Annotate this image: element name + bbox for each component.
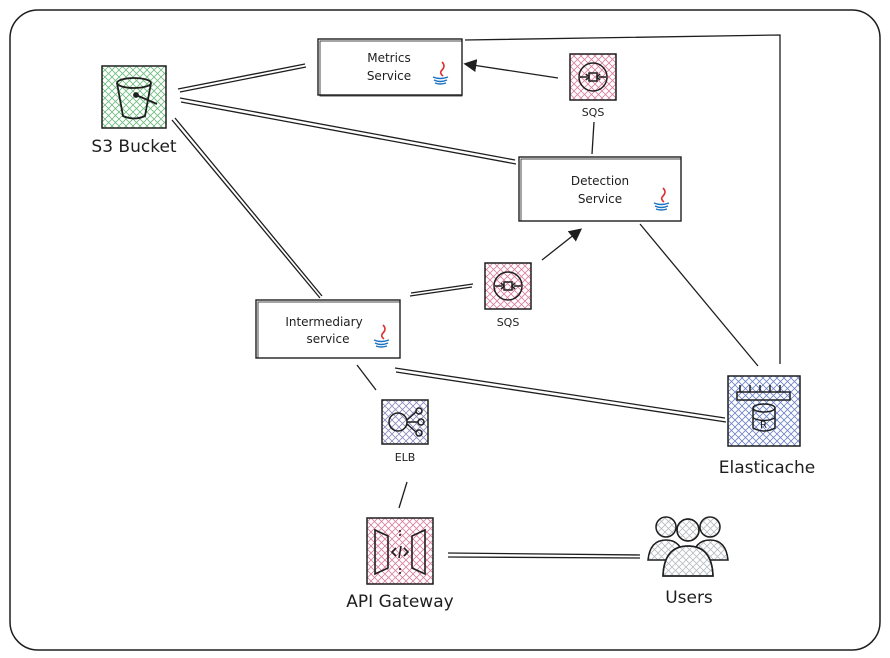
api-gateway-node[interactable]: API Gateway [346,517,454,612]
users-group-icon [647,516,729,577]
java-icon [373,324,390,348]
java-icon [653,187,670,211]
metrics-service-node[interactable]: Metrics Service [317,38,463,97]
load-balancer-icon [388,407,425,437]
diagram-frame [9,9,881,651]
elasticache-node[interactable]: R Elasticache [719,375,815,478]
metrics-service-label-line1: Metrics [367,51,411,65]
detection-service-node[interactable]: Detection Service [518,156,682,222]
edge-metrics-elasticache [464,34,781,364]
edge-gateway-users [447,552,641,559]
edge-intermediary-elb [356,364,377,391]
metrics-service-label-line2: Service [367,69,411,83]
sqs-mid-label: SQS [497,316,520,329]
users-node[interactable]: Users [647,516,729,608]
s3-bucket-node[interactable]: S3 Bucket [91,65,177,157]
s3-bucket-label: S3 Bucket [91,137,176,157]
api-gateway-icon [374,528,426,576]
intermediary-service-label-line2: service [307,332,350,346]
edge-s3-detection [179,97,517,165]
elasticache-label: Elasticache [719,458,815,478]
sqs-top-tile [569,53,617,101]
edge-elb-gateway [398,481,408,509]
edge-s3-metrics [177,63,307,93]
elasticache-tile [727,375,801,447]
metrics-service-box [317,38,463,96]
connectors [171,34,781,559]
edge-intermediary-elasticache [394,367,727,423]
java-icon [432,61,449,85]
intermediary-service-label-line1: Intermediary [285,315,362,329]
sqs-queue-icon [493,271,523,301]
edge-sqs-metrics-arrow [463,59,559,79]
sqs-mid-tile [484,262,532,310]
detection-service-label-line2: Service [578,192,622,206]
detection-service-box [518,156,682,222]
detection-service-label-line1: Detection [571,174,629,188]
bucket-icon [116,77,158,120]
intermediary-service-box [255,299,401,359]
edge-s3-intermediary [171,117,323,299]
redis-cache-icon: R [736,385,791,432]
edge-sqs-detection [591,121,595,155]
edge-sqs-detection-arrow [541,228,583,261]
api-gateway-label: API Gateway [346,592,453,612]
sqs-mid-node[interactable]: SQS [484,262,532,329]
users-label: Users [665,588,713,608]
intermediary-service-node[interactable]: Intermediary service [255,299,401,359]
sqs-top-label: SQS [582,106,605,119]
sqs-queue-icon [578,62,608,92]
svg-text:R: R [760,420,767,431]
elb-node[interactable]: ELB [381,399,429,464]
edge-intermediary-sqs [409,283,474,297]
sqs-top-node[interactable]: SQS [569,53,617,119]
edge-detection-elasticache [639,223,759,367]
elb-label: ELB [395,451,416,464]
